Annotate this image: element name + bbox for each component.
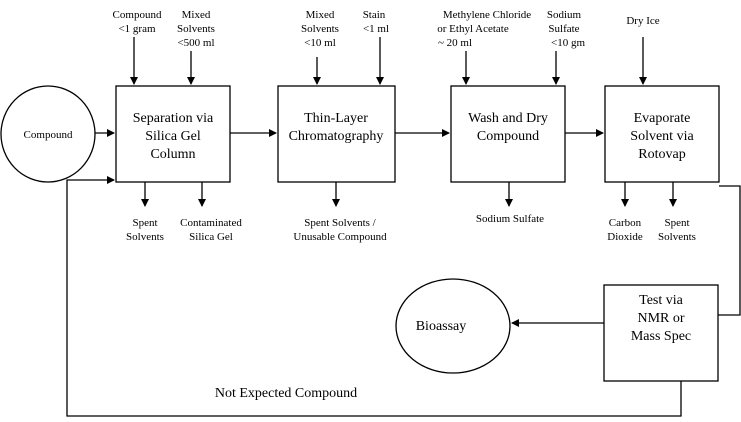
step-label: Silica Gel: [145, 129, 201, 144]
end-node-bioassay: [395, 278, 511, 374]
step-label: Test via: [639, 293, 684, 308]
input-label: Dry Ice: [626, 15, 659, 27]
output-label: Spent Solvents /: [304, 217, 376, 229]
step-label: Evaporate: [634, 111, 691, 126]
input-label: ~ 20 ml: [438, 37, 472, 49]
output-label: Spent: [664, 217, 689, 229]
loop-back-line: [66, 176, 682, 417]
loop-label: Not Expected Compound: [215, 386, 357, 401]
output-label: Dioxide: [607, 231, 643, 243]
step-label: Mass Spec: [631, 329, 691, 344]
start-label: Compound: [24, 129, 73, 141]
input-label: <1 gram: [118, 23, 155, 35]
step-label: Chromatography: [289, 129, 384, 144]
input-label: <500 ml: [177, 37, 214, 49]
input-label: Solvents: [301, 23, 339, 35]
connector-line: [718, 185, 741, 316]
step-label: Wash and Dry: [468, 111, 548, 126]
input-label: Solvents: [177, 23, 215, 35]
step-label: Solvent via: [630, 129, 694, 144]
output-label: Unusable Compound: [293, 231, 387, 243]
step-test-box: [603, 284, 719, 382]
step-label: Rotovap: [638, 147, 685, 162]
output-label: Contaminated: [180, 217, 242, 229]
step-label: NMR or: [637, 311, 684, 326]
input-label: Methylene Chloride: [443, 9, 531, 21]
input-label: Sulfate: [548, 23, 579, 35]
step-label: Column: [150, 147, 195, 162]
step-separation-box: [115, 85, 231, 183]
output-label: Sodium Sulfate: [476, 213, 544, 225]
end-label: Bioassay: [416, 319, 467, 334]
input-label: Mixed: [182, 9, 211, 21]
input-label: <10 gm: [551, 37, 585, 49]
output-label: Solvents: [126, 231, 164, 243]
output-label: Carbon: [609, 217, 642, 229]
step-label: Thin-Layer: [304, 111, 368, 126]
input-label: Sodium: [547, 9, 582, 21]
input-label: <10 ml: [304, 37, 336, 49]
input-label: or Ethyl Acetate: [437, 23, 509, 35]
step-label: Compound: [477, 129, 539, 144]
output-label: Solvents: [658, 231, 696, 243]
output-label: Spent: [132, 217, 157, 229]
step-wash-dry-box: [450, 85, 566, 183]
input-label: <1 ml: [363, 23, 389, 35]
output-label: Silica Gel: [189, 231, 233, 243]
input-label: Compound: [113, 9, 162, 21]
step-label: Separation via: [133, 111, 214, 126]
step-evaporate-box: [604, 85, 720, 183]
input-label: Mixed: [306, 9, 335, 21]
start-node-compound: [0, 85, 96, 183]
input-label: Stain: [363, 9, 386, 21]
